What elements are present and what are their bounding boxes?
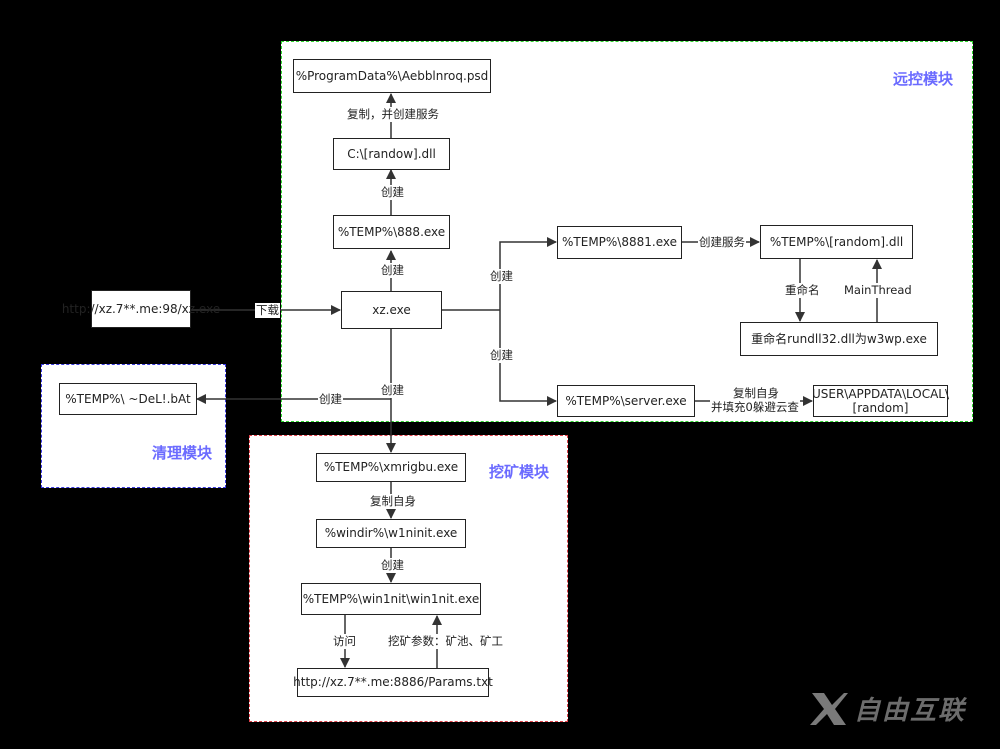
visit-label: 访问: [332, 634, 357, 649]
mining-module-title: 挖矿模块: [489, 463, 550, 481]
watermark-text: 自由互联: [854, 696, 967, 726]
del-bat-node: %TEMP%\ ~DeL!.bAt: [59, 383, 197, 415]
params-url-node: http://xz.7**.me:8886/Params.txt: [293, 668, 493, 697]
x-logo-icon: [810, 692, 848, 725]
watermark: 自由互联: [808, 690, 966, 727]
xz-exe-node: xz.exe: [341, 291, 442, 329]
temp-888-node: %TEMP%\888.exe: [333, 215, 450, 249]
temp-random-dll-node: %TEMP%\[random].dll: [760, 225, 913, 259]
create-server-label: 创建: [489, 348, 514, 363]
temp-8881-node: %TEMP%\8881.exe: [557, 226, 682, 259]
mining-params-label: 挖矿参数：矿池、矿工: [387, 634, 504, 649]
copy-self-fill-label-1: 复制自身: [732, 386, 780, 401]
create-c-dll-label: 创建: [380, 185, 405, 200]
remote-module-title: 远控模块: [893, 70, 954, 88]
c-random-dll-node: C:\[randow].dll: [333, 138, 450, 170]
copy-self-fill-label-2: 并填充0躲避云查: [710, 400, 800, 415]
rename-rundll32-node: 重命名rundll32.dll为w3wp.exe: [740, 322, 938, 356]
temp-server-node: %TEMP%\server.exe: [557, 385, 695, 417]
cleanup-module-title: 清理模块: [152, 444, 213, 462]
create-mining-label: 创建: [380, 383, 405, 398]
xmrigbu-node: %TEMP%\xmrigbu.exe: [316, 453, 466, 482]
mainthread-label: MainThread: [843, 283, 913, 298]
create-win1nit-label: 创建: [380, 558, 405, 573]
download-label: 下载: [255, 303, 280, 318]
rename-label: 重命名: [784, 283, 821, 298]
programdata-psd-node: %ProgramData%\Aebblnroq.psd: [293, 59, 491, 93]
win1nit-node: %TEMP%\win1nit\win1nit.exe: [301, 583, 481, 615]
copy-self-label: 复制自身: [369, 494, 417, 509]
create-cleanup-label: 创建: [318, 392, 343, 407]
create-service-label: 创建服务: [698, 235, 746, 250]
w1ninit-node: %windir%\w1ninit.exe: [316, 519, 466, 548]
copy-and-service-label: 复制，并创建服务: [346, 107, 440, 122]
create-888-label: 创建: [380, 263, 405, 278]
source-url-node: http://xz.7**.me:98/xz.exe: [62, 290, 220, 328]
user-appdata-node: USER\APPDATA\LOCAL\[random]: [811, 385, 950, 417]
create-8881-label: 创建: [489, 269, 514, 284]
